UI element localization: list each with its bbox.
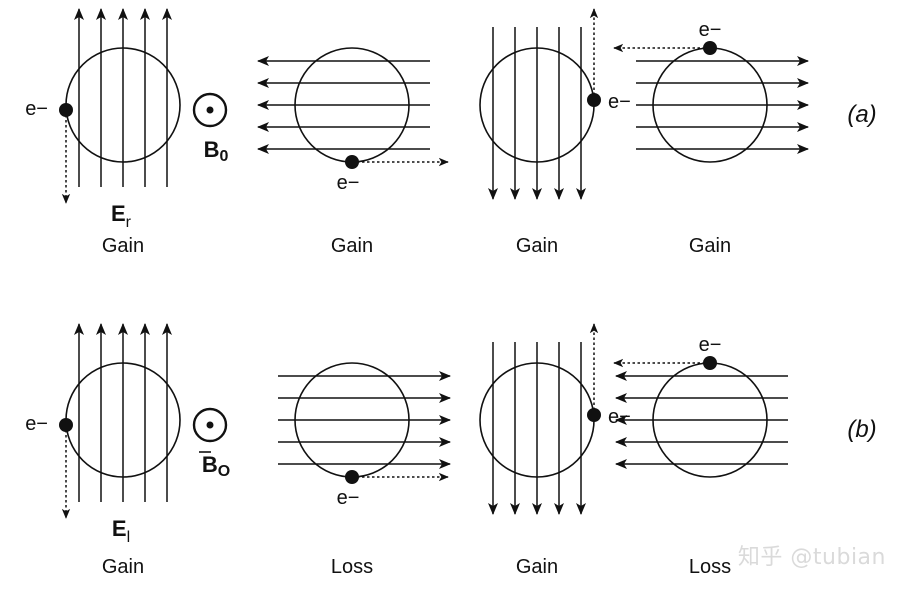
result-label: Loss bbox=[331, 556, 373, 578]
electron-dot bbox=[345, 470, 359, 484]
electron-dot bbox=[703, 41, 717, 55]
electron-dot bbox=[59, 103, 73, 117]
panel-a-1 bbox=[59, 8, 181, 204]
row-label: (a) bbox=[847, 101, 876, 128]
electron-label: e− bbox=[608, 91, 631, 113]
electron-dot bbox=[59, 418, 73, 432]
result-label: Gain bbox=[516, 556, 558, 578]
electron-dot bbox=[703, 356, 717, 370]
e-field-label: Er bbox=[111, 201, 132, 231]
electron-label: e− bbox=[608, 406, 631, 428]
e-field-label: El bbox=[112, 516, 130, 546]
result-label: Gain bbox=[102, 556, 144, 578]
result-label: Gain bbox=[331, 235, 373, 257]
electron-label: e− bbox=[337, 487, 360, 509]
b-field-label: B0 bbox=[204, 137, 229, 165]
electron-label: e− bbox=[699, 334, 722, 356]
electron-label: e− bbox=[699, 19, 722, 41]
electron-dot bbox=[587, 408, 601, 422]
panel-b-4 bbox=[613, 356, 788, 478]
b-field-symbol-icon bbox=[192, 407, 228, 443]
result-label: Gain bbox=[689, 235, 731, 257]
electron-label: e− bbox=[337, 172, 360, 194]
b-field-dot-icon bbox=[206, 421, 214, 429]
electron-label: e− bbox=[25, 413, 48, 435]
b-field-label: BO bbox=[202, 452, 230, 480]
result-label: Gain bbox=[102, 235, 144, 257]
watermark-text: 知乎 @tubian bbox=[737, 545, 886, 570]
row-label: (b) bbox=[847, 416, 876, 443]
b-field-symbol-icon bbox=[192, 92, 228, 128]
panel-a-3 bbox=[479, 8, 601, 200]
electron-dot bbox=[587, 93, 601, 107]
result-label: Loss bbox=[689, 556, 731, 578]
electron-label: e− bbox=[25, 98, 48, 120]
b-field-dot-icon bbox=[206, 106, 214, 114]
panel-b-3 bbox=[479, 323, 601, 515]
electron-dot bbox=[345, 155, 359, 169]
panel-a-4 bbox=[613, 41, 809, 163]
panel-a-2 bbox=[257, 47, 449, 169]
result-label: Gain bbox=[516, 235, 558, 257]
panel-b-1 bbox=[59, 323, 181, 519]
panel-b-2 bbox=[278, 362, 451, 484]
